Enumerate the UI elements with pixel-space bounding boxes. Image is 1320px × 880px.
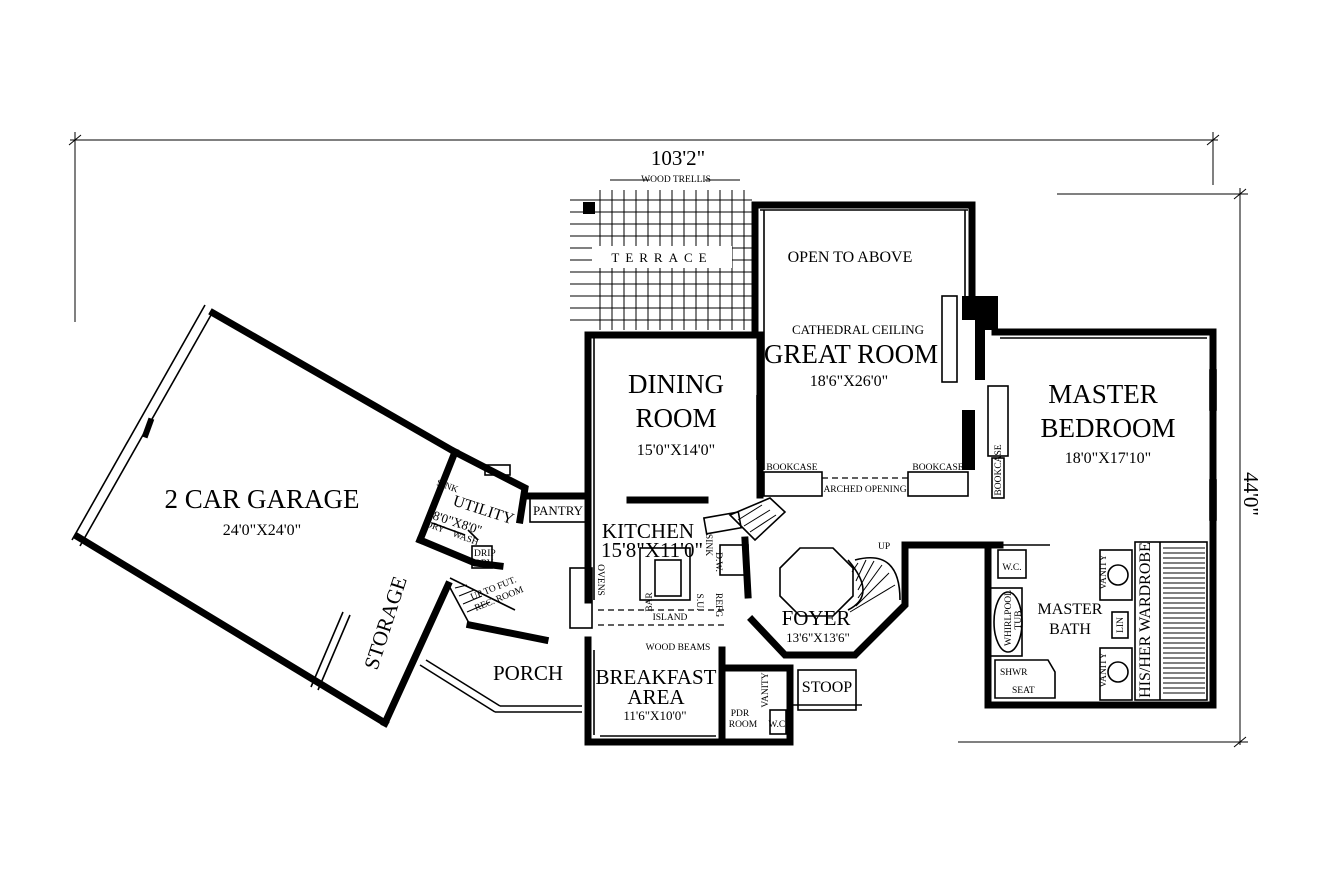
- foyer: UP FOYER 13'6"X13'6": [747, 541, 1004, 659]
- master-line1: MASTER: [1048, 379, 1158, 409]
- open-to-above-label: OPEN TO ABOVE: [788, 249, 913, 266]
- kitchen: KITCHEN 15'8"X11'0" ISLAND BAR S.U. REFG…: [569, 496, 749, 653]
- foyer-size: 13'6"X13'6": [786, 630, 850, 645]
- ovens-label: OVENS: [595, 564, 605, 596]
- wc-bath-label: W.C.: [1002, 563, 1021, 573]
- dining-line1: DINING: [628, 369, 724, 399]
- trellis-post: [583, 202, 595, 214]
- main-stair: [847, 556, 901, 613]
- breakfast-area: BREAKFAST AREA 11'6"X10'0": [584, 636, 726, 746]
- breakfast-line1: BREAKFAST: [596, 665, 717, 689]
- bookcase-vertical-label: BOOKCASE: [994, 444, 1004, 495]
- terrace-trellis: WOOD TRELLIS TERRACE: [570, 175, 752, 330]
- master-bedroom: BOOKCASE MASTER BEDROOM 18'0"X17'10": [991, 328, 1217, 539]
- breakfast-line2: AREA: [627, 685, 685, 709]
- fireplace: [962, 296, 998, 470]
- overall-width-label: 103'2": [651, 146, 705, 170]
- whirlpool-line1: WHIRLPOOL: [1004, 590, 1014, 646]
- arched-opening-label: ARCHED OPENING: [823, 485, 906, 495]
- sink-kitchen-label: SINK: [703, 534, 713, 556]
- lin-label: LIN: [1116, 617, 1126, 633]
- breakfast-size: 11'6"X10'0": [623, 708, 686, 723]
- dining-line2: ROOM: [635, 403, 716, 433]
- kitchen-label: KITCHEN: [602, 519, 694, 543]
- bookcase-right-label: BOOKCASE: [912, 463, 963, 473]
- dining-room: DINING ROOM 15'0"X14'0": [584, 331, 764, 604]
- kitchen-size: 15'8"X11'0": [601, 538, 703, 562]
- his-her-wardrobe-label: HIS/HER WARDROBE: [1137, 542, 1154, 698]
- terrace-label: TERRACE: [611, 250, 712, 265]
- whirlpool-line2: TUB: [1014, 611, 1024, 630]
- refg-label: REFG: [713, 593, 723, 617]
- foyer-label: FOYER: [782, 606, 851, 630]
- great-room-label: GREAT ROOM: [764, 339, 938, 369]
- wood-trellis-label: WOOD TRELLIS: [641, 175, 711, 185]
- bonus-room-stair: UP TO FUT. REC. ROOM: [446, 575, 526, 626]
- pantry-label: PANTRY: [533, 503, 584, 518]
- island-label: ISLAND: [653, 613, 688, 623]
- vanity-bath2-label: VANITY: [1099, 652, 1109, 687]
- service-stair: [728, 497, 787, 599]
- drip-dry-line2: DRY: [474, 559, 494, 569]
- pantry: PANTRY: [521, 492, 590, 523]
- his-her-wardrobe: HIS/HER WARDROBE: [1134, 541, 1208, 701]
- wood-beams-label: WOOD BEAMS: [646, 643, 711, 653]
- garage-size: 24'0"X24'0": [223, 522, 301, 539]
- seat-label: SEAT: [1012, 686, 1035, 696]
- whirlpool-tub: [993, 591, 1023, 653]
- bar-label: BAR: [645, 592, 655, 612]
- shwr-label: SHWR: [1000, 668, 1028, 678]
- foyer-octagon: [779, 547, 854, 617]
- cathedral-ceiling-label: CATHEDRAL CEILING: [792, 322, 924, 337]
- bookcase-left-label: BOOKCASE: [766, 463, 817, 473]
- great-room: OPEN TO ABOVE CATHEDRAL CEILING GREAT RO…: [751, 201, 1009, 497]
- pdr-line1: PDR: [731, 709, 750, 719]
- porch: PORCH: [419, 659, 582, 713]
- dining-size: 15'0"X14'0": [637, 442, 715, 459]
- master-line2: BEDROOM: [1040, 413, 1175, 443]
- stoop: STOOP: [792, 669, 862, 711]
- overall-depth-dimension: 44'0": [958, 188, 1263, 748]
- drip-dry-line1: DRIP: [474, 549, 496, 559]
- master-bath: W.C. WHIRLPOOL TUB SHWR SEAT MASTER BATH…: [984, 531, 1217, 709]
- powder-room: PDR ROOM W.C. VANITY: [718, 664, 794, 746]
- pdr-line2: ROOM: [729, 720, 758, 730]
- vanity-bath1-label: VANITY: [1099, 554, 1109, 589]
- porch-label: PORCH: [493, 661, 563, 685]
- dw-label: D.W.: [713, 552, 723, 572]
- garage-label: 2 CAR GARAGE: [164, 484, 359, 514]
- up-label: UP: [878, 542, 890, 552]
- storage-label: STORAGE: [359, 573, 412, 672]
- great-room-size: 18'6"X26'0": [810, 373, 888, 390]
- stoop-label: STOOP: [802, 679, 852, 696]
- garage: 2 CAR GARAGE 24'0"X24'0" STORAGE: [71, 304, 460, 728]
- vanity-label: VANITY: [761, 672, 771, 707]
- overall-depth-label: 44'0": [1239, 472, 1263, 516]
- master-size: 18'0"X17'10": [1065, 450, 1151, 467]
- master-bath-line2: BATH: [1049, 621, 1091, 638]
- overall-width-dimension: 103'2": [68, 132, 1220, 322]
- wc-label: W.C.: [768, 720, 787, 730]
- master-bath-line1: MASTER: [1038, 601, 1103, 618]
- su-label: S.U.: [694, 594, 704, 611]
